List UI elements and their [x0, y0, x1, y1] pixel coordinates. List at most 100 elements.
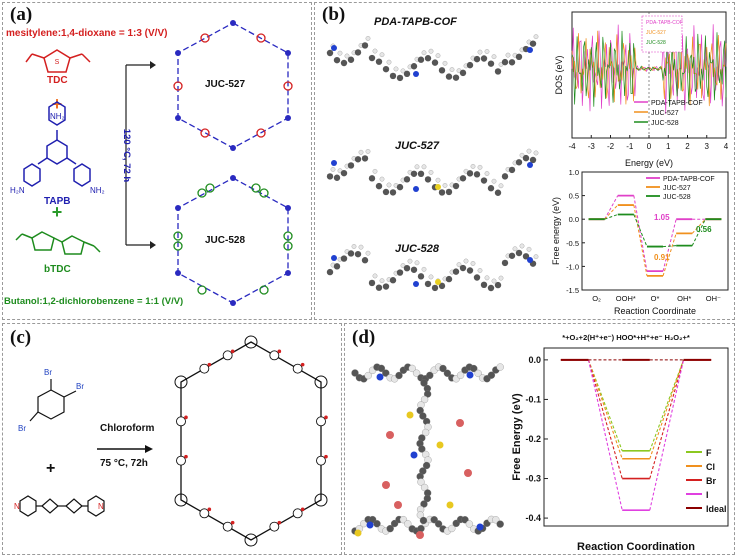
atom-hydrogen — [470, 163, 476, 169]
svg-text:Br: Br — [44, 368, 52, 377]
atom-carbon — [445, 275, 453, 283]
atom-carbon — [508, 252, 516, 259]
atom — [395, 371, 403, 380]
fe-connector — [662, 245, 677, 248]
svg-text:N: N — [14, 502, 20, 511]
d-connector — [649, 359, 685, 452]
tapb-nh2-right: NH₂ — [90, 186, 105, 195]
dos-xtick-label: 0 — [647, 142, 652, 151]
atom-carbon — [480, 55, 488, 62]
atom — [496, 363, 504, 371]
dos-xtick-label: -1 — [626, 142, 634, 151]
atom-nitrogen — [527, 257, 533, 263]
atom-carbon — [466, 170, 474, 177]
atom-hydrogen — [393, 66, 399, 72]
atom-nitrogen — [331, 160, 337, 166]
panel-c-label: (c) — [10, 327, 32, 348]
atom-nitrogen — [331, 255, 337, 261]
atom-hydrogen — [414, 260, 420, 266]
atom-carbon — [438, 282, 446, 290]
atom-sulfur — [406, 411, 414, 419]
svg-text:+: + — [52, 202, 63, 222]
atom-hydrogen — [400, 68, 406, 74]
tapb-nh2: NH₂ — [50, 112, 65, 121]
svg-text:+: + — [52, 94, 63, 114]
atom-hydrogen — [484, 171, 490, 176]
atom-carbon — [529, 156, 537, 164]
atom-carbon — [354, 49, 362, 56]
d-legend-label: Cl — [706, 462, 715, 472]
atom-hydrogen — [428, 274, 434, 280]
atom-carbon — [396, 183, 404, 191]
molecular-models-b — [326, 34, 539, 292]
atom-carbon — [417, 170, 425, 178]
fe-connector — [691, 218, 706, 234]
atom-hydrogen — [379, 52, 385, 58]
atom-hydrogen — [330, 167, 336, 172]
dos-legend-label: JUC-527 — [651, 110, 679, 117]
d-xlabel: Reaction Coordination — [577, 541, 695, 553]
fe-connector — [633, 195, 648, 272]
atom — [470, 364, 478, 373]
atom-hydrogen — [372, 48, 378, 54]
atom-carbon — [340, 169, 348, 177]
atom-hydrogen — [491, 278, 497, 284]
linker-ring — [222, 350, 233, 361]
atom — [439, 364, 447, 373]
framework-node — [244, 533, 258, 547]
atom — [420, 500, 428, 508]
atom-carbon — [403, 264, 411, 272]
atom-hydrogen — [498, 183, 504, 189]
atom-hydrogen — [379, 278, 385, 284]
atom — [419, 412, 427, 420]
atom-hydrogen — [491, 178, 497, 184]
atom-hydrogen — [442, 183, 448, 188]
atom-carbon — [326, 173, 334, 180]
d-legend-label: Ideal — [706, 504, 727, 514]
atom — [417, 478, 425, 486]
d-legend-label: I — [706, 490, 709, 500]
atom-carbon — [452, 74, 460, 81]
panel-d — [344, 323, 735, 555]
atom — [461, 516, 469, 524]
atom-hydrogen — [484, 49, 490, 54]
atom — [382, 369, 390, 377]
atom-carbon — [452, 268, 460, 275]
dos-xtick-label: 1 — [666, 142, 671, 151]
atom-hydrogen — [358, 244, 364, 250]
fe-xlabel: Reaction Coordinate — [614, 306, 696, 316]
atom-hydrogen — [477, 164, 483, 170]
panel-c-reactants: Br Br Br N N — [14, 368, 105, 517]
atom-nitrogen — [410, 451, 418, 459]
atom-carbon — [508, 166, 516, 174]
atom-carbon — [473, 55, 481, 63]
atom — [386, 525, 394, 533]
d-ytick-label: -0.2 — [525, 434, 541, 444]
atom — [418, 445, 426, 453]
fe-annot-2: 0.91 — [654, 253, 670, 262]
atom-carbon — [375, 182, 383, 190]
atom-carbon — [375, 284, 383, 291]
fe-ylabel: Free energy (eV) — [551, 197, 561, 265]
atom — [404, 520, 412, 528]
dos-xtick-label: 2 — [685, 142, 690, 151]
monomer-tapb: TAPB — [44, 196, 71, 207]
atom-carbon — [333, 174, 341, 181]
atom-carbon — [333, 56, 341, 64]
atom-carbon — [431, 284, 439, 292]
fe-ytick-label: 0.0 — [569, 215, 579, 224]
atom-carbon — [347, 56, 355, 63]
atom — [364, 371, 372, 380]
atom-sulfur — [446, 501, 454, 509]
atom-carbon — [459, 69, 467, 77]
atom-carbon — [389, 72, 397, 80]
linker-ring — [316, 416, 326, 427]
atom — [420, 379, 428, 387]
fe-plot-frame — [581, 171, 729, 291]
framework-node — [174, 375, 188, 389]
atom-carbon — [438, 189, 446, 196]
atom-hydrogen — [414, 164, 420, 170]
atom — [456, 371, 465, 379]
d-connector — [587, 359, 623, 479]
